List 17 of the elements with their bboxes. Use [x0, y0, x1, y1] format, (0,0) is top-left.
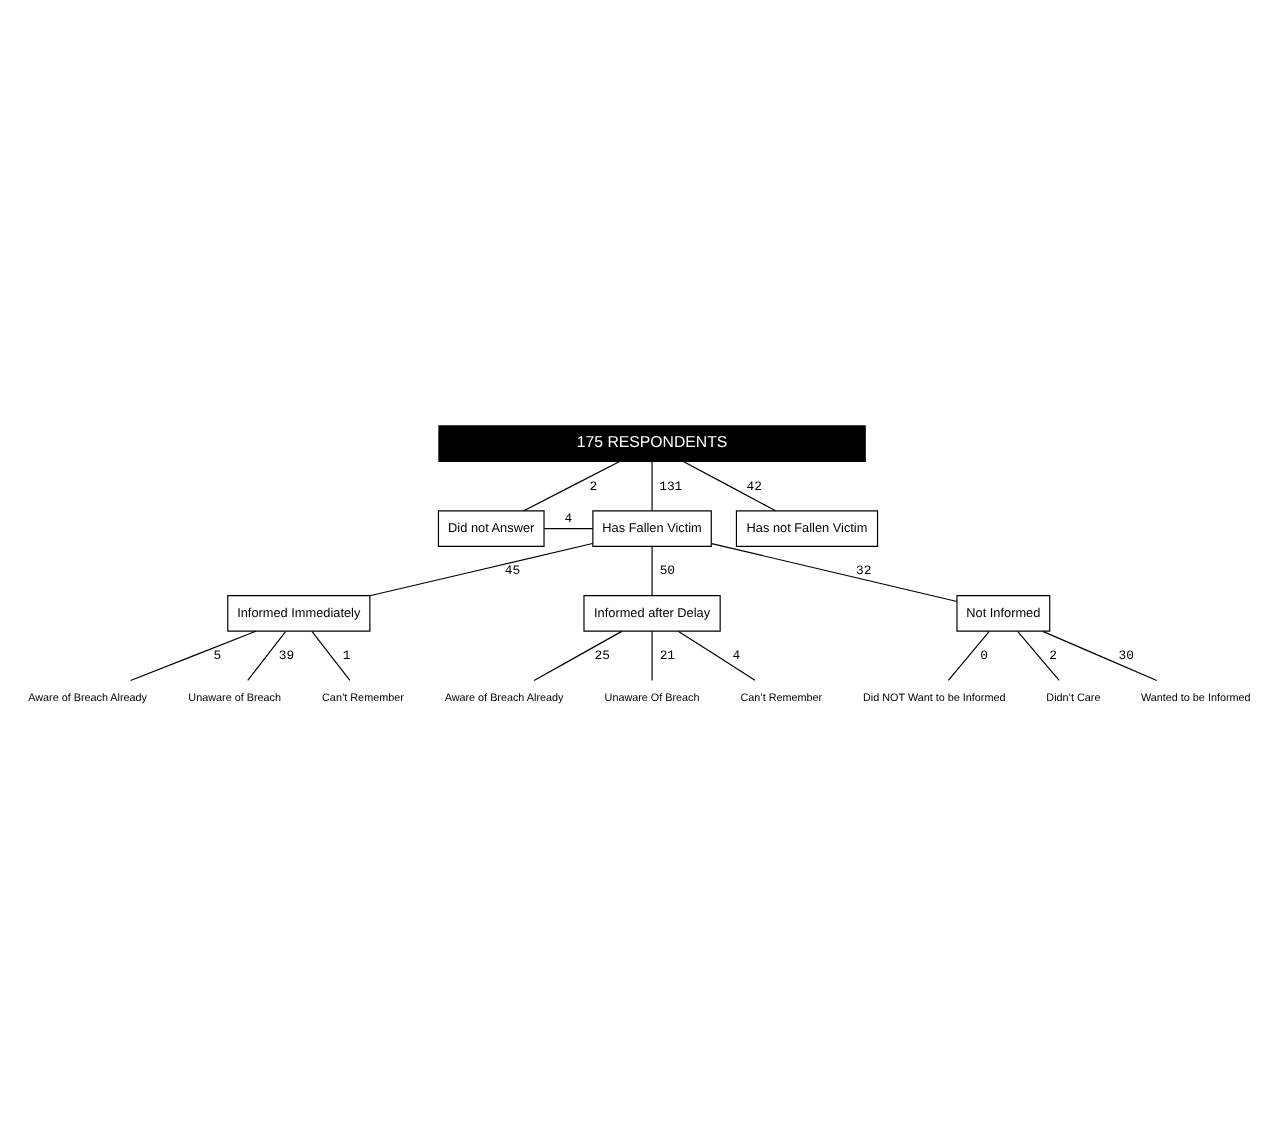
connector [711, 543, 958, 603]
connector [683, 461, 777, 512]
connector [369, 542, 594, 597]
connector [130, 630, 257, 682]
connector [651, 546, 653, 597]
connector [523, 461, 620, 512]
connector [311, 631, 351, 681]
connector [247, 631, 287, 681]
connector [651, 461, 653, 512]
connector [533, 630, 623, 682]
connector [651, 631, 653, 681]
node-box: 175 RESPONDENTS [438, 425, 866, 463]
connector [1017, 631, 1060, 681]
connector [677, 630, 756, 681]
connector [947, 631, 990, 681]
connector [543, 528, 594, 530]
connector [1042, 630, 1158, 682]
